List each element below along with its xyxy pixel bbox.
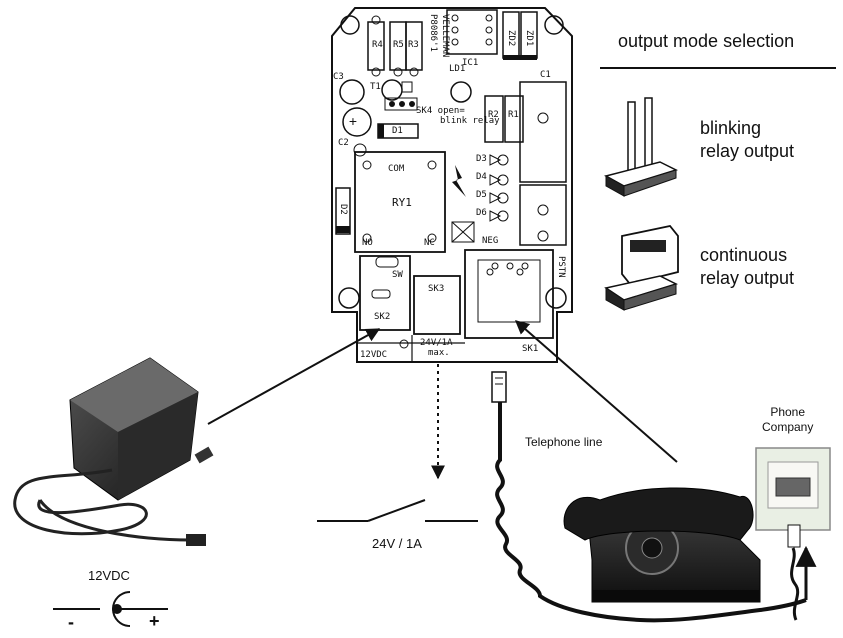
pcb-sk2: SK2 xyxy=(374,312,391,322)
pcb-r5: R5 xyxy=(393,40,404,50)
pcb-sw: SW xyxy=(392,270,403,280)
pcb-nc: NC xyxy=(424,238,435,248)
dc-polarity-symbol xyxy=(53,591,168,627)
polarity-plus-label: + xyxy=(149,611,160,631)
pcb-max: max. xyxy=(428,348,450,358)
continuous-label: continuous relay output xyxy=(700,244,794,290)
telephone-line-label: Telephone line xyxy=(525,435,603,449)
jumper-closed-icon xyxy=(604,225,679,311)
blinking-label-line2: relay output xyxy=(700,141,795,161)
pcb-pstn: PSTN xyxy=(556,256,566,278)
pcb-c1: C1 xyxy=(540,70,551,80)
telephone-line-arrow xyxy=(514,320,678,463)
blinking-label-line1: blinking xyxy=(700,118,762,138)
pcb-d1: D1 xyxy=(392,126,403,136)
continuous-label-line2: relay output xyxy=(700,268,795,288)
pcb-board: + xyxy=(331,7,573,363)
telephone-icon xyxy=(491,371,807,623)
pcb-ic1: IC1 xyxy=(462,58,479,68)
phone-company-line2: Company xyxy=(762,420,814,434)
pcb-r1: R1 xyxy=(508,110,519,120)
pcb-d3: D3 xyxy=(476,154,487,164)
pcb-sk4-note: SK4 open= xyxy=(416,106,465,116)
polarity-minus-label: - xyxy=(68,612,74,632)
phone-company-label: Phone Company xyxy=(762,405,813,435)
pcb-d4: D4 xyxy=(476,172,487,182)
pcb-zd2: ZD2 xyxy=(506,30,516,47)
blinking-label: blinking relay output xyxy=(700,117,794,163)
pcb-d6: D6 xyxy=(476,208,487,218)
power-rating-label: 12VDC xyxy=(88,568,130,583)
jumper-open-icon xyxy=(603,97,679,197)
relay-contact-symbol xyxy=(317,499,478,522)
pcb-no: NO xyxy=(362,238,373,248)
pcb-t1: T1 xyxy=(370,82,381,92)
output-mode-title: output mode selection xyxy=(618,31,795,51)
pcb-zd1: ZD1 xyxy=(524,30,534,47)
pcb-ry1: RY1 xyxy=(392,196,412,209)
pcb-model: P8086'1 xyxy=(428,14,438,52)
continuous-label-line1: continuous xyxy=(700,245,788,265)
pcb-c2: C2 xyxy=(338,138,349,148)
phone-company-line1: Phone xyxy=(770,405,806,419)
pcb-d2: D2 xyxy=(338,204,348,215)
pcb-sk3: SK3 xyxy=(428,284,445,294)
pcb-r2: R2 xyxy=(488,110,499,120)
svg-text:+: + xyxy=(349,113,357,129)
pcb-blink-relay: blink relay xyxy=(440,116,500,126)
pcb-12vdc: 12VDC xyxy=(360,350,388,360)
pcb-r4: R4 xyxy=(372,40,383,50)
wall-socket-icon xyxy=(755,447,831,621)
pcb-r3: R3 xyxy=(408,40,419,50)
pcb-sk1: SK1 xyxy=(522,344,539,354)
pcb-com: COM xyxy=(388,164,405,174)
pcb-24v: 24V/1A xyxy=(420,338,453,348)
pcb-c3: C3 xyxy=(333,72,344,82)
power-adapter-icon xyxy=(13,357,214,546)
power-arrow xyxy=(207,328,381,425)
pcb-brand: VELLEMAN xyxy=(440,14,450,58)
pcb-ld1: LD1 xyxy=(449,64,466,74)
pcb-d5: D5 xyxy=(476,190,487,200)
pcb-neg: NEG xyxy=(482,236,499,246)
relay-rating-label: 24V / 1A xyxy=(372,536,422,551)
